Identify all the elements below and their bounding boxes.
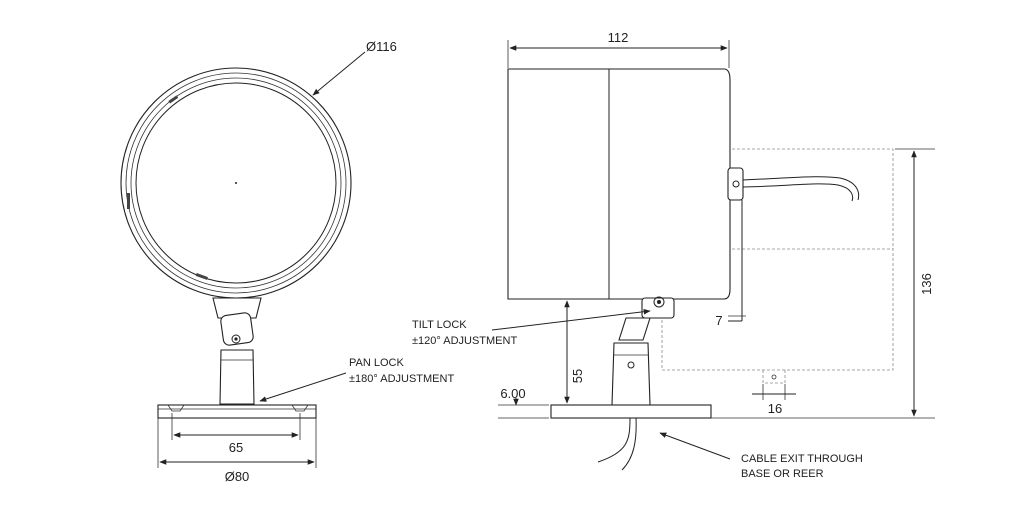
bezel-mark-bottom: [195, 273, 208, 280]
cable-gland-screw: [732, 180, 740, 188]
pan-knuckle-screw-inner: [234, 337, 238, 341]
base-plate: [157, 404, 317, 419]
stem: [219, 349, 255, 405]
side-base-plate: [550, 404, 712, 419]
ghost-clip-screw: [771, 374, 777, 380]
tilt-lock-label: TILT LOCK: [412, 319, 467, 331]
base-screw-left: [167, 404, 185, 412]
pan-knuckle: [220, 312, 254, 346]
head-mount-bracket: [212, 297, 262, 319]
dim-7-label: 7: [715, 313, 722, 328]
dim-112-label: 112: [608, 30, 629, 45]
ghost-head-tilted: [661, 148, 894, 371]
bezel-mark-top: [168, 95, 179, 104]
side-view: 112 136 55 6.00 7 16 TILT LOCK ±120° ADJ…: [412, 30, 935, 480]
side-stem-screw: [627, 361, 635, 369]
dia-head-label: Ø116: [366, 39, 397, 54]
dim-65-label: 65: [229, 440, 243, 455]
pan-adjust-label: ±180° ADJUSTMENT: [349, 373, 454, 385]
dim-16-label: 16: [768, 401, 782, 416]
head-body-side: [507, 68, 731, 300]
tilt-knuckle-screw: [653, 296, 665, 308]
dia-base-label: Ø80: [225, 469, 250, 484]
cable-gland: [727, 167, 744, 201]
cable-exit-label-1: CABLE EXIT THROUGH: [741, 453, 863, 465]
ghost-clip: [762, 370, 786, 384]
base-screw-right: [291, 404, 309, 412]
side-stem: [611, 342, 651, 406]
dim-55-label: 55: [570, 369, 585, 383]
front-view: Ø116 PAN LOCK ±180° ADJUSTMENT 65 Ø80: [120, 39, 454, 484]
tilt-knuckle-screw-inner: [657, 300, 661, 304]
cable-exit-leader: [659, 432, 731, 460]
bezel-mark-left: [127, 193, 130, 209]
cable-upper: [742, 176, 860, 201]
cable-exit-label-2: BASE OR REER: [741, 468, 824, 480]
cable-lower: [742, 183, 854, 202]
base-cable-1: [597, 417, 631, 463]
tilt-arm: [618, 317, 651, 341]
tilt-adjust-label: ±120° ADJUSTMENT: [412, 335, 517, 347]
pan-lock-label: PAN LOCK: [349, 357, 404, 369]
dim-6-label: 6.00: [500, 386, 525, 401]
lens-center-dot: [235, 182, 237, 184]
base-cable-2: [621, 417, 637, 471]
head-ring-3: [130, 77, 342, 289]
dim-136-label: 136: [919, 273, 934, 295]
head-lens: [135, 82, 337, 284]
pan-knuckle-screw: [231, 334, 241, 344]
head-ring-2: [125, 72, 347, 294]
tilt-lock-leader: [491, 308, 651, 331]
pan-lock-leader: [259, 372, 347, 402]
dia-head-leader: [312, 51, 366, 96]
